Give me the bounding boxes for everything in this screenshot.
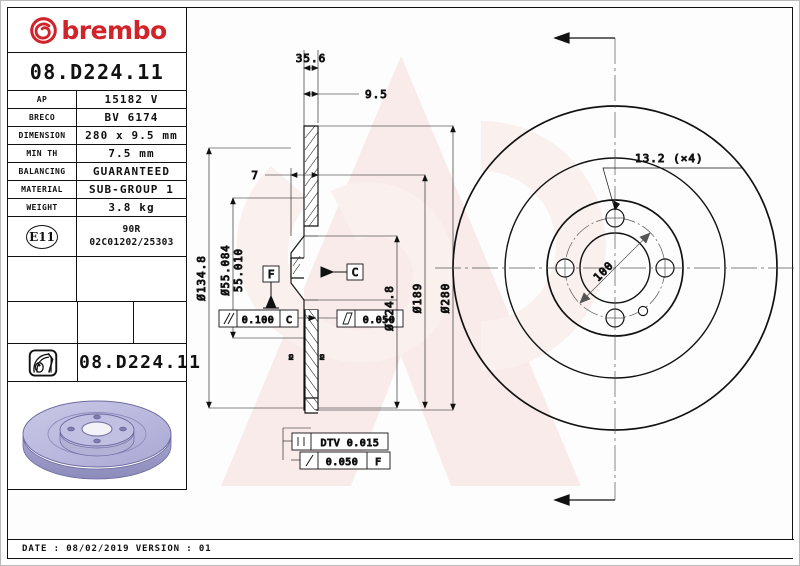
homologation-line2: 02C01202/25303 bbox=[89, 236, 174, 248]
spec-label: DIMENSION bbox=[8, 127, 77, 144]
technical-drawing: R3 R3 35.6 9.5 7 bbox=[195, 32, 794, 506]
fcf-parallelism bbox=[218, 309, 317, 328]
dim-124-8 bbox=[318, 235, 400, 409]
spec-row-material: MATERIAL SUB-GROUP 1 bbox=[8, 180, 186, 198]
spec-label: AP bbox=[8, 91, 77, 108]
part-number-row: 08.D224.11 bbox=[8, 52, 186, 90]
brake-disc-pictogram-icon bbox=[28, 349, 57, 376]
spec-value: 280 x 9.5 mm bbox=[85, 129, 178, 142]
spec-value: BV 6174 bbox=[104, 111, 159, 124]
fcf-dtv bbox=[282, 427, 389, 460]
brembo-wordmark: brembo bbox=[61, 15, 167, 45]
part-number: 08.D224.11 bbox=[29, 59, 165, 84]
blank-cell-label bbox=[8, 257, 77, 301]
section-hatching bbox=[292, 125, 319, 411]
spec-row-min-th: MIN TH 7.5 mm bbox=[8, 144, 186, 162]
dim-label-134-8: Ø134.8 bbox=[195, 255, 208, 301]
fcf-runout bbox=[291, 451, 391, 470]
pictogram-row: 08.D224.11 bbox=[8, 343, 200, 381]
dim-7 bbox=[265, 168, 319, 236]
micro-note-r3-left: R3 bbox=[289, 354, 295, 360]
fcf-runout-datum: F bbox=[375, 457, 381, 468]
spec-value: SUB-GROUP 1 bbox=[89, 183, 174, 196]
datum-f-label: F bbox=[268, 268, 275, 281]
spec-value: GUARANTEED bbox=[92, 165, 171, 178]
dim-label-280: Ø280 bbox=[439, 283, 452, 314]
brembo-logo: brembo bbox=[8, 8, 186, 52]
part-number-repeat: 08.D224.11 bbox=[79, 352, 202, 373]
dim-label-35-6: 35.6 bbox=[296, 52, 327, 65]
brembo-swirl-icon bbox=[30, 16, 58, 44]
hole-size-label: 13.2 (×4) bbox=[635, 152, 704, 165]
title-block: brembo 08.D224.11 AP 15182 V BRECO BV 61… bbox=[8, 8, 200, 490]
spec-value: 15182 V bbox=[104, 93, 159, 106]
spec-row-balancing: BALANCING GUARANTEED bbox=[8, 162, 186, 180]
spec-label: MATERIAL bbox=[8, 181, 77, 198]
spec-label: BRECO bbox=[8, 109, 77, 126]
blank-row-2 bbox=[8, 301, 186, 343]
dim-pcd-100 bbox=[579, 232, 651, 304]
fcf-profile bbox=[318, 309, 404, 328]
disc-cross-section bbox=[290, 125, 319, 414]
homologation-line1: 90R bbox=[122, 223, 141, 235]
e11-mark-cell: E11 bbox=[8, 217, 77, 256]
brake-disc-3d-render bbox=[22, 400, 172, 479]
spec-row-ap: AP 15182 V bbox=[8, 90, 186, 108]
spec-label: WEIGHT bbox=[8, 199, 77, 216]
footer-date-version: DATE : 08/02/2019 VERSION : 01 bbox=[8, 539, 794, 558]
logo-row: brembo bbox=[8, 8, 186, 52]
dim-label-189: Ø189 bbox=[411, 283, 424, 314]
datum-c bbox=[320, 263, 364, 281]
spec-row-breco: BRECO BV 6174 bbox=[8, 108, 186, 126]
fcf-parallelism-datum: C bbox=[286, 315, 292, 326]
dim-134-8 bbox=[206, 147, 305, 409]
blank-cell-value bbox=[77, 257, 186, 301]
product-photo-row bbox=[8, 381, 186, 489]
dim-280 bbox=[318, 125, 456, 411]
dim-189 bbox=[318, 174, 428, 409]
spec-value: 7.5 mm bbox=[108, 147, 155, 160]
homologation-codes: 90R 02C01202/25303 bbox=[77, 217, 186, 256]
dim-label-9-5: 9.5 bbox=[365, 88, 388, 101]
blank-cell-b bbox=[78, 302, 134, 343]
section-arrows bbox=[553, 32, 615, 506]
blank-row-1 bbox=[8, 256, 186, 301]
micro-note-r3-right: R3 bbox=[320, 354, 326, 360]
dim-9-5 bbox=[303, 91, 359, 97]
datum-f bbox=[262, 265, 280, 309]
fcf-runout-value: 0.050 bbox=[326, 457, 359, 468]
spec-label: MIN TH bbox=[8, 145, 77, 162]
fcf-dtv-value: DTV 0.015 bbox=[321, 438, 380, 449]
pictogram-cell bbox=[8, 344, 78, 381]
dim-label-55-010: 55.010 bbox=[233, 248, 245, 292]
spec-row-weight: WEIGHT 3.8 kg bbox=[8, 198, 186, 216]
datum-c-label: C bbox=[352, 266, 359, 279]
dim-label-7: 7 bbox=[251, 169, 259, 182]
dim-35-6 bbox=[303, 50, 319, 258]
sheet-border bbox=[7, 7, 793, 559]
fcf-parallelism-value: 0.100 bbox=[242, 315, 275, 326]
fcf-profile-value: 0.050 bbox=[363, 315, 396, 326]
homologation-row: E11 90R 02C01202/25303 bbox=[8, 216, 186, 256]
spec-value: 3.8 kg bbox=[108, 201, 155, 214]
leader-hole-size bbox=[602, 167, 743, 211]
dim-label-55-084: Ø55.084 bbox=[220, 244, 232, 295]
product-photo-cell bbox=[8, 382, 186, 489]
blank-cell-c bbox=[134, 302, 186, 343]
blank-cell-a bbox=[8, 302, 78, 343]
spec-row-dimension: DIMENSION 280 x 9.5 mm bbox=[8, 126, 186, 144]
e11-mark: E11 bbox=[26, 224, 58, 249]
dim-label-124-8: Ø124.8 bbox=[383, 285, 396, 331]
spec-label: BALANCING bbox=[8, 163, 77, 180]
